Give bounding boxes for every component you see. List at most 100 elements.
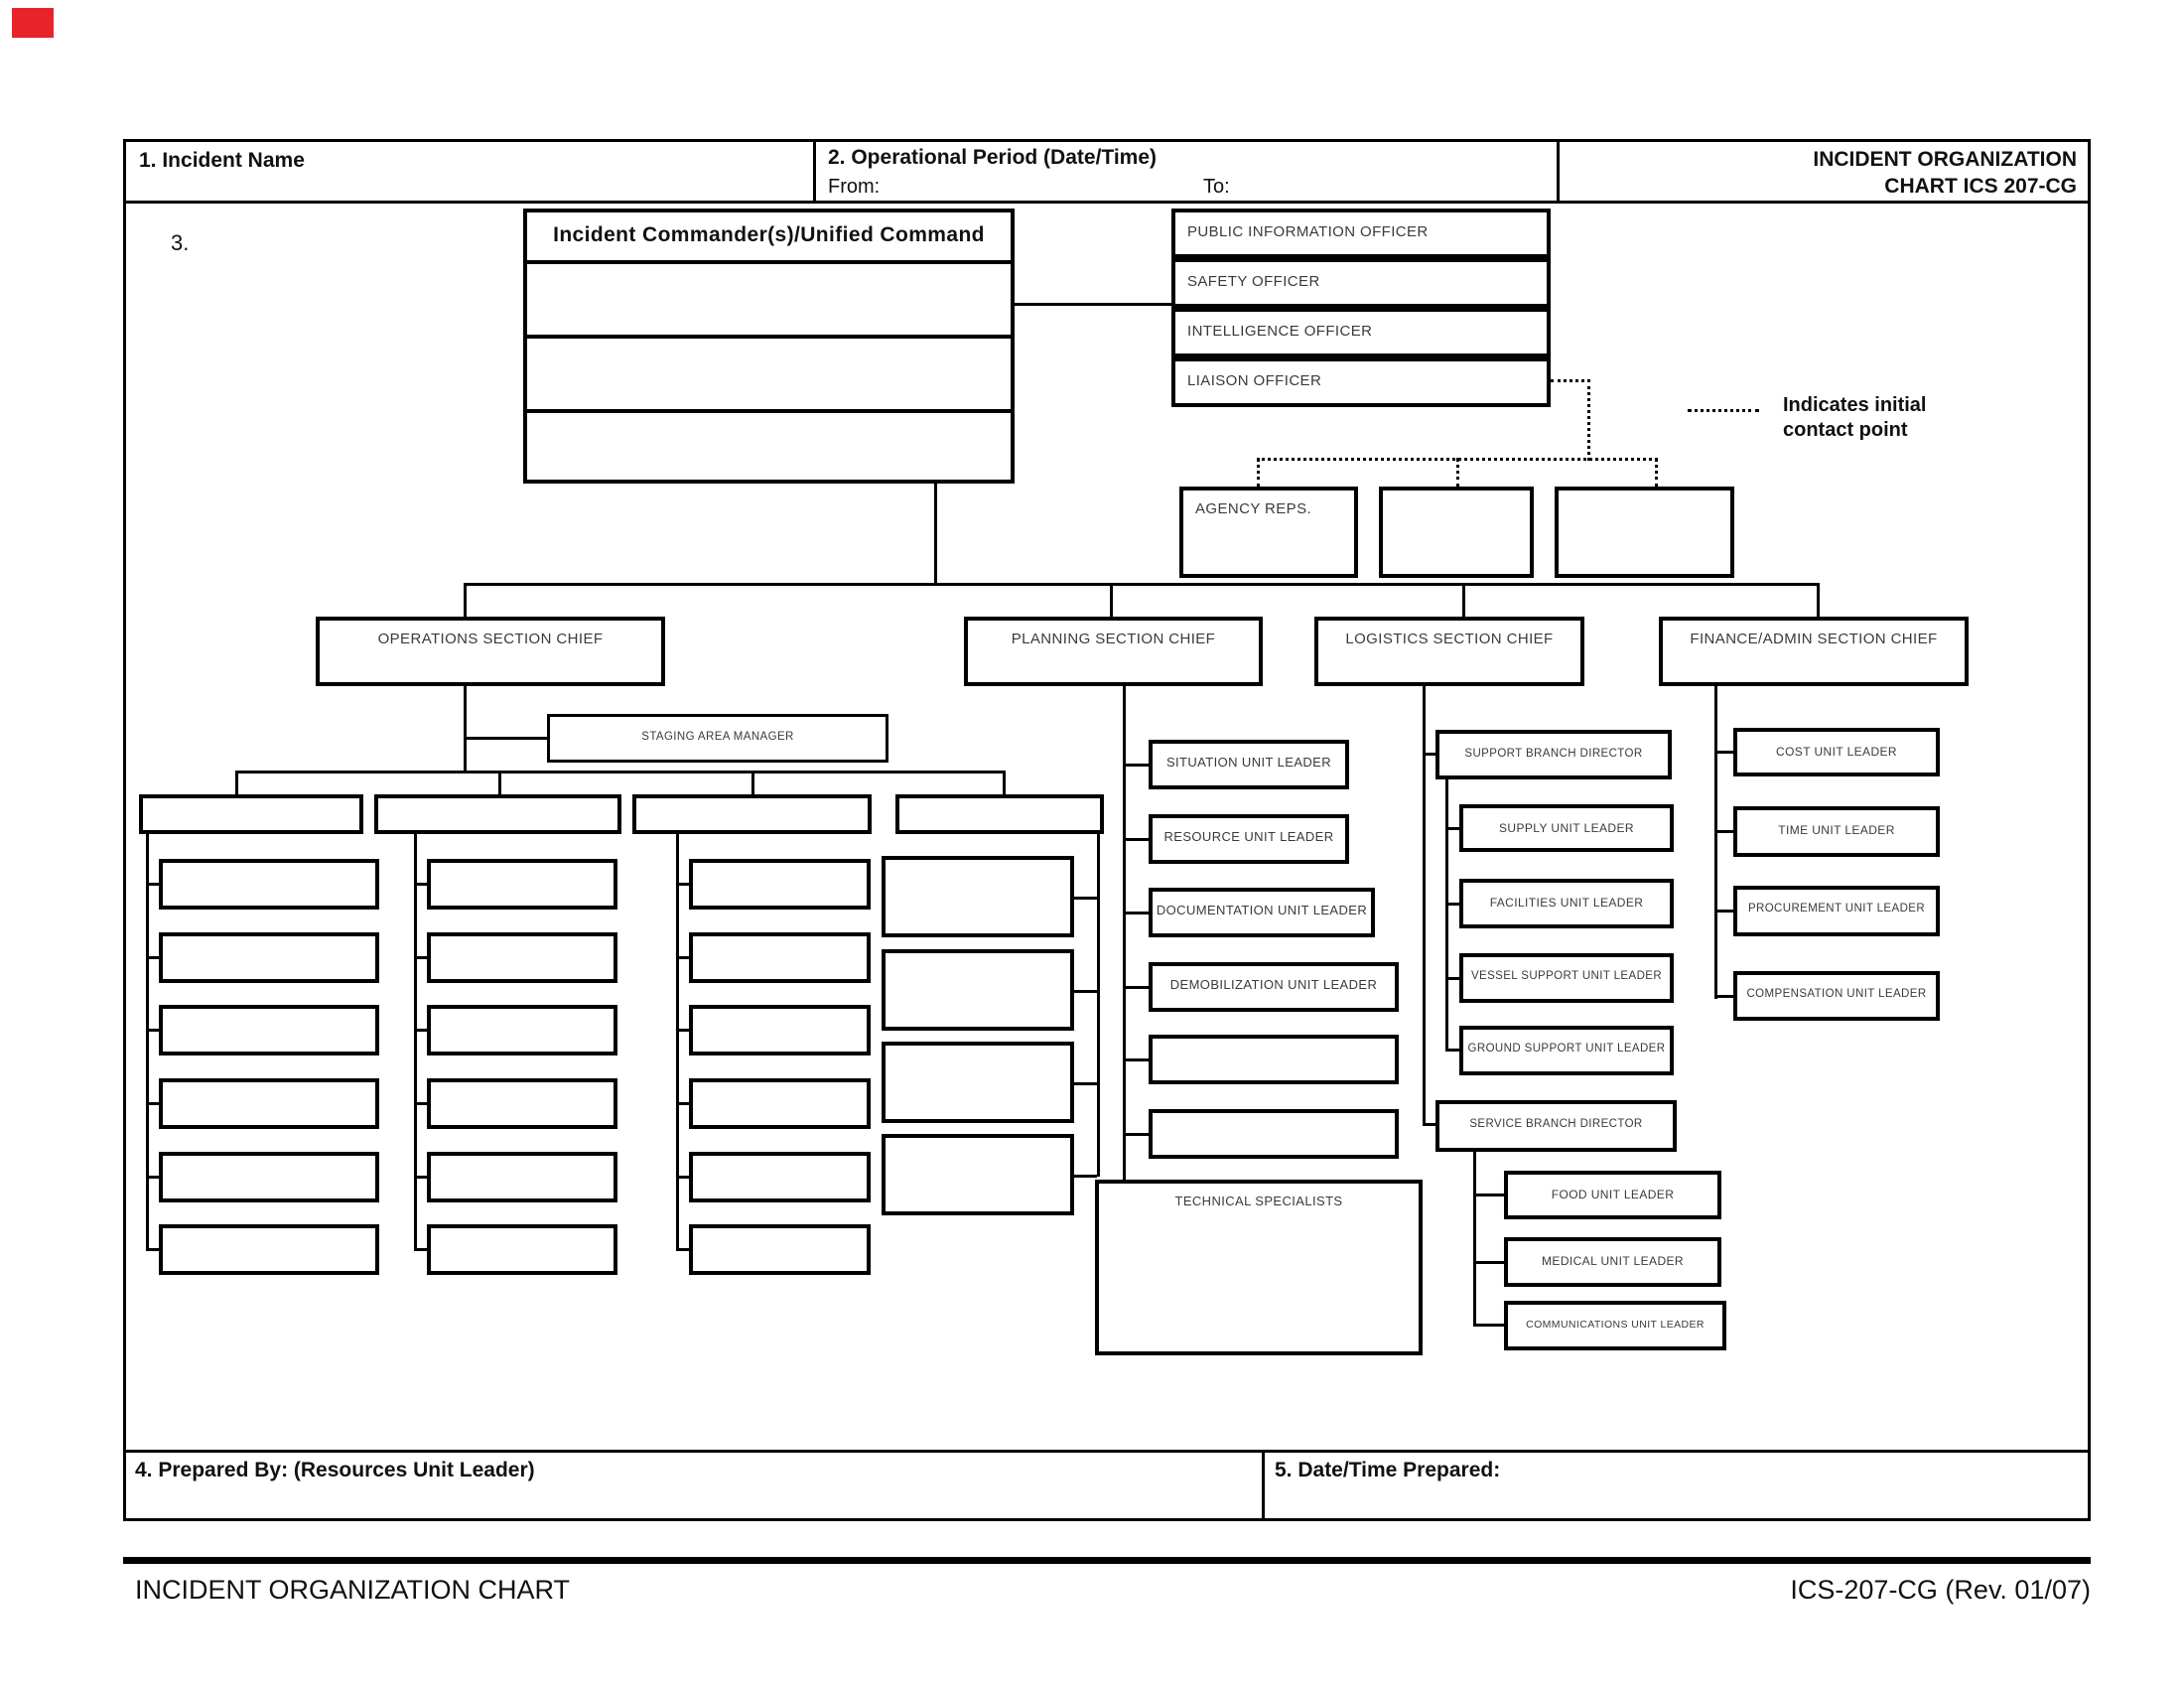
connector-drop-finance <box>1817 583 1820 617</box>
incident-commander-box[interactable]: Incident Commander(s)/Unified Command <box>523 209 1015 484</box>
org-box-blank[interactable] <box>689 1005 871 1055</box>
org-box-blank[interactable] <box>689 1152 871 1202</box>
org-box-blank[interactable] <box>1149 1035 1399 1084</box>
org-box-blank[interactable] <box>159 1224 379 1275</box>
facilities-unit-leader-box[interactable]: FACILITIES UNIT LEADER <box>1459 879 1674 928</box>
agency-reps-box[interactable]: AGENCY REPS. <box>1179 487 1358 578</box>
datetime-prepared-field[interactable] <box>1268 1485 2087 1519</box>
connector-stub <box>1714 910 1733 913</box>
time-unit-leader-box[interactable]: TIME UNIT LEADER <box>1733 806 1940 857</box>
org-box-blank[interactable] <box>427 1005 617 1055</box>
connector-logistics-rail <box>1423 686 1426 1126</box>
org-box-blank[interactable] <box>427 1224 617 1275</box>
bottom-row-top-rule <box>123 1450 2091 1453</box>
connector-planning-rail <box>1123 686 1126 1180</box>
org-box-blank[interactable] <box>882 1134 1074 1215</box>
connector-ic-drop <box>934 484 937 583</box>
support-branch-director-box[interactable]: SUPPORT BRANCH DIRECTOR <box>1435 730 1672 779</box>
division-group-box-blank[interactable] <box>895 794 1104 834</box>
supply-unit-leader-box[interactable]: SUPPLY UNIT LEADER <box>1459 804 1674 852</box>
connector-stub <box>414 956 427 959</box>
communications-unit-leader-box[interactable]: COMMUNICATIONS UNIT LEADER <box>1504 1301 1726 1350</box>
org-box-blank[interactable] <box>159 1152 379 1202</box>
org-box-blank[interactable] <box>427 1078 617 1129</box>
operations-section-chief-label: OPERATIONS SECTION CHIEF <box>377 631 604 647</box>
connector-stub <box>1123 986 1149 989</box>
operations-section-chief-box[interactable]: OPERATIONS SECTION CHIEF <box>316 617 665 686</box>
finance-admin-section-chief-label: FINANCE/ADMIN SECTION CHIEF <box>1690 631 1938 647</box>
footer-left-text: INCIDENT ORGANIZATION CHART <box>135 1575 571 1605</box>
incident-name-field[interactable] <box>126 175 811 201</box>
ground-support-unit-leader-box[interactable]: GROUND SUPPORT UNIT LEADER <box>1459 1026 1674 1075</box>
ic-divider-2 <box>523 335 1015 339</box>
org-box-blank[interactable] <box>159 859 379 910</box>
ic-divider-3 <box>523 409 1015 413</box>
finance-admin-section-chief-box[interactable]: FINANCE/ADMIN SECTION CHIEF <box>1659 617 1969 686</box>
connector-stub <box>1445 977 1459 980</box>
public-information-officer-box[interactable]: PUBLIC INFORMATION OFFICER <box>1171 209 1551 258</box>
vessel-support-unit-leader-box[interactable]: VESSEL SUPPORT UNIT LEADER <box>1459 953 1674 1003</box>
org-box-blank[interactable] <box>1555 487 1734 578</box>
technical-specialists-label: TECHNICAL SPECIALISTS <box>1174 1194 1343 1208</box>
compensation-unit-leader-box[interactable]: COMPENSATION UNIT LEADER <box>1733 971 1940 1021</box>
cost-unit-leader-box[interactable]: COST UNIT LEADER <box>1733 728 1940 776</box>
org-box-blank[interactable] <box>882 856 1074 937</box>
resource-unit-leader-box[interactable]: RESOURCE UNIT LEADER <box>1149 814 1349 864</box>
connector-col3-rail <box>676 834 679 1251</box>
time-unit-leader-label: TIME UNIT LEADER <box>1778 823 1895 837</box>
org-box-blank[interactable] <box>159 1078 379 1129</box>
connector-division-drop <box>235 771 238 796</box>
org-box-blank[interactable] <box>1379 487 1534 578</box>
org-box-blank[interactable] <box>882 949 1074 1031</box>
situation-unit-leader-box[interactable]: SITUATION UNIT LEADER <box>1149 740 1349 789</box>
planning-section-chief-box[interactable]: PLANNING SECTION CHIEF <box>964 617 1263 686</box>
division-group-box-blank[interactable] <box>374 794 621 834</box>
org-box-blank[interactable] <box>427 859 617 910</box>
org-box-blank[interactable] <box>689 859 871 910</box>
division-group-box-blank[interactable] <box>632 794 872 834</box>
org-box-blank[interactable] <box>1149 1109 1399 1159</box>
connector-division-bus <box>235 771 1006 774</box>
division-group-box-blank[interactable] <box>139 794 363 834</box>
connector-stub <box>1123 1058 1149 1061</box>
connector-stub <box>414 883 427 886</box>
footer-rule <box>123 1557 2091 1564</box>
logistics-section-chief-box[interactable]: LOGISTICS SECTION CHIEF <box>1314 617 1584 686</box>
technical-specialists-box[interactable]: TECHNICAL SPECIALISTS <box>1095 1180 1423 1355</box>
food-unit-leader-box[interactable]: FOOD UNIT LEADER <box>1504 1171 1721 1219</box>
org-box-blank[interactable] <box>689 1078 871 1129</box>
procurement-unit-leader-box[interactable]: PROCUREMENT UNIT LEADER <box>1733 886 1940 936</box>
org-box-blank[interactable] <box>689 1224 871 1275</box>
connector-stub <box>1074 897 1097 900</box>
connector-stub <box>676 956 689 959</box>
safety-officer-box[interactable]: SAFETY OFFICER <box>1171 258 1551 308</box>
intelligence-officer-box[interactable]: INTELLIGENCE OFFICER <box>1171 308 1551 357</box>
org-box-blank[interactable] <box>427 1152 617 1202</box>
medical-unit-leader-box[interactable]: MEDICAL UNIT LEADER <box>1504 1237 1721 1287</box>
org-box-blank[interactable] <box>882 1042 1074 1123</box>
org-box-blank[interactable] <box>159 932 379 983</box>
staging-area-manager-box[interactable]: STAGING AREA MANAGER <box>547 714 888 763</box>
connector-ic-officers <box>1015 303 1171 306</box>
compensation-unit-leader-label: COMPENSATION UNIT LEADER <box>1746 988 1927 1000</box>
connector-stub <box>1074 1175 1097 1178</box>
org-box-blank[interactable] <box>159 1005 379 1055</box>
to-field[interactable] <box>1241 176 1539 200</box>
service-branch-director-box[interactable]: SERVICE BRANCH DIRECTOR <box>1435 1100 1677 1152</box>
liaison-officer-box[interactable]: LIAISON OFFICER <box>1171 357 1551 407</box>
demobilization-unit-leader-label: DEMOBILIZATION UNIT LEADER <box>1169 977 1378 992</box>
from-field[interactable] <box>893 176 1181 200</box>
documentation-unit-leader-box[interactable]: DOCUMENTATION UNIT LEADER <box>1149 888 1375 937</box>
connector-stub <box>676 1102 689 1105</box>
service-branch-director-label: SERVICE BRANCH DIRECTOR <box>1469 1118 1643 1130</box>
procurement-unit-leader-label: PROCUREMENT UNIT LEADER <box>1747 903 1926 914</box>
datetime-prepared-label: 5. Date/Time Prepared: <box>1275 1459 1501 1481</box>
connector-col1-rail <box>146 834 149 1251</box>
org-box-blank[interactable] <box>427 932 617 983</box>
cost-unit-leader-label: COST UNIT LEADER <box>1776 745 1897 759</box>
form-frame <box>123 139 2091 1521</box>
demobilization-unit-leader-box[interactable]: DEMOBILIZATION UNIT LEADER <box>1149 962 1399 1012</box>
footer-right-text: ICS-207-CG (Rev. 01/07) <box>1790 1575 2091 1605</box>
prepared-by-field[interactable] <box>126 1485 1258 1519</box>
org-box-blank[interactable] <box>689 932 871 983</box>
